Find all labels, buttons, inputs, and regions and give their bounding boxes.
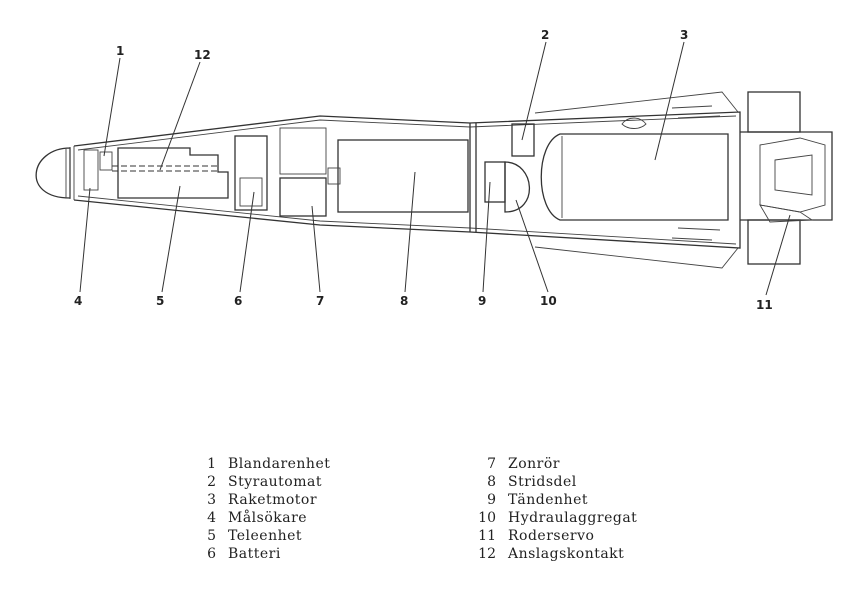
legend-number: 12 xyxy=(478,546,496,562)
zonror-upper xyxy=(279,127,327,175)
missile-cutaway-diagram: 1 2 3 4 5 6 7 8 9 10 11 12 xyxy=(35,28,833,312)
fin-lower xyxy=(747,219,801,265)
callout-9: 9 xyxy=(478,294,486,308)
legend-number: 9 xyxy=(487,492,496,508)
legend-item: 12 Anslagskontakt xyxy=(470,545,637,563)
legend-number: 11 xyxy=(478,528,496,544)
callout-3: 3 xyxy=(680,28,688,42)
nozzle-inner xyxy=(774,154,813,196)
legend-item: 6 Batteri xyxy=(190,545,330,563)
callout-2: 2 xyxy=(541,28,549,42)
legend-number: 2 xyxy=(207,474,216,490)
callout-5: 5 xyxy=(156,294,164,308)
tail-nozzle xyxy=(759,137,826,213)
raketmotor-block xyxy=(540,133,729,221)
legend-label: Stridsdel xyxy=(508,474,577,490)
anslagskontakt-wire xyxy=(112,165,220,172)
callout-10: 10 xyxy=(540,294,557,308)
callout-4: 4 xyxy=(74,294,82,308)
legend-label: Raketmotor xyxy=(228,492,318,508)
blandarenhet-part xyxy=(99,151,113,171)
body-inner-skin xyxy=(77,115,737,245)
legend-label: Anslagskontakt xyxy=(508,546,625,562)
legend-label: Hydraulaggregat xyxy=(508,510,638,526)
legend-item: 8 Stridsdel xyxy=(470,473,637,491)
fin-upper xyxy=(747,91,801,133)
legend-item: 3 Raketmotor xyxy=(190,491,330,509)
roderservo-block xyxy=(759,204,814,223)
missile-body-outline xyxy=(73,111,741,249)
stridsdel-block xyxy=(337,139,469,213)
legend-number: 10 xyxy=(478,510,496,526)
teleenhet-block xyxy=(117,147,229,199)
legend-label: Tändenhet xyxy=(508,492,588,508)
legend: 1 Blandarenhet 2 Styrautomat 3 Raketmotor 4… xyxy=(190,455,690,575)
legend-column-right: 7 Zonrör 8 Stridsdel 9 Tändenhet 10 Hydraula… xyxy=(470,455,637,563)
legend-number: 4 xyxy=(207,510,216,526)
callout-8: 8 xyxy=(400,294,408,308)
legend-label: Roderservo xyxy=(508,528,595,544)
callout-12: 12 xyxy=(194,48,211,62)
nose-dome xyxy=(35,147,71,199)
nose-rings xyxy=(65,146,75,200)
legend-number: 1 xyxy=(207,456,216,472)
legend-item: 11 Roderservo xyxy=(470,527,637,545)
fin-hatching xyxy=(671,105,721,241)
legend-label: Teleenhet xyxy=(228,528,303,544)
warhead-connector xyxy=(327,167,341,185)
legend-item: 2 Styrautomat xyxy=(190,473,330,491)
legend-item: 5 Teleenhet xyxy=(190,527,330,545)
batteri-inner xyxy=(239,177,263,207)
legend-item: 9 Tändenhet xyxy=(470,491,637,509)
legend-item: 1 Blandarenhet xyxy=(190,455,330,473)
wing-lower xyxy=(534,246,739,269)
malsokare-part xyxy=(83,149,99,191)
styrautomat-block xyxy=(511,123,535,157)
legend-item: 4 Målsökare xyxy=(190,509,330,527)
legend-column-left: 1 Blandarenhet 2 Styrautomat 3 Raketmotor 4… xyxy=(190,455,330,563)
hydraulaggregat-block xyxy=(504,161,530,213)
legend-number: 7 xyxy=(487,456,496,472)
legend-label: Blandarenhet xyxy=(228,456,331,472)
callout-7: 7 xyxy=(316,294,324,308)
wing-upper xyxy=(534,91,739,114)
callout-11: 11 xyxy=(756,298,773,312)
leader-lines xyxy=(79,41,791,296)
tandenhet-block xyxy=(484,161,506,203)
legend-label: Zonrör xyxy=(508,456,560,472)
legend-number: 8 xyxy=(487,474,496,490)
legend-number: 6 xyxy=(207,546,216,562)
legend-label: Målsökare xyxy=(228,510,308,526)
legend-item: 10 Hydraulaggregat xyxy=(470,509,637,527)
legend-label: Styrautomat xyxy=(228,474,322,490)
legend-number: 5 xyxy=(207,528,216,544)
legend-number: 3 xyxy=(207,492,216,508)
raketmotor-lug xyxy=(621,117,647,129)
callout-1: 1 xyxy=(116,44,124,58)
legend-item: 7 Zonrör xyxy=(470,455,637,473)
callout-6: 6 xyxy=(234,294,242,308)
zonror-block xyxy=(279,177,327,217)
legend-label: Batteri xyxy=(228,546,281,562)
